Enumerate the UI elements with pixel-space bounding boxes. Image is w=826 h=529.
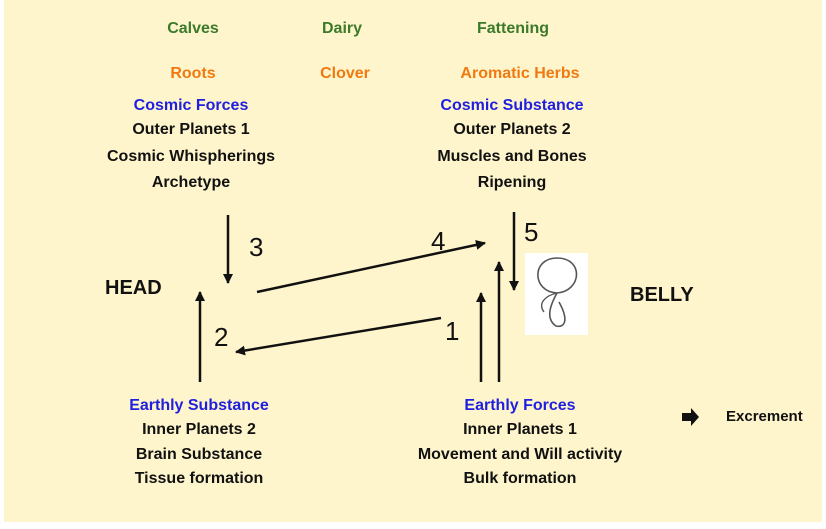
earthly-substance-line: Inner Planets 2 (142, 421, 256, 438)
cosmic-substance-line: Muscles and Bones (437, 148, 587, 165)
arrows-layer (195, 212, 699, 426)
cosmic-forces-line: Archetype (151, 174, 231, 191)
label-roots: Roots (170, 65, 216, 82)
earthly-substance-line: Tissue formation (134, 470, 264, 487)
arrow-number-5: 5 (524, 217, 539, 247)
arrow-4 (256, 240, 486, 294)
head-label: HEAD (105, 277, 162, 299)
cosmic-substance-title: Cosmic Substance (440, 97, 584, 114)
cosmic-forces-line: Outer Planets 1 (132, 121, 250, 138)
figure-eight-image (525, 253, 588, 335)
earthly-forces-line: Movement and Will activity (417, 446, 623, 463)
excrement-label: Excrement (726, 408, 803, 425)
arrow-number-2: 2 (214, 322, 229, 352)
diagram-canvas: Calves Dairy Fattening Roots Clover Arom… (4, 0, 822, 522)
label-dairy: Dairy (321, 20, 363, 37)
cosmic-substance-line: Ripening (477, 174, 547, 191)
arrow-2 (235, 316, 442, 356)
cosmic-forces-line: Cosmic Whispherings (106, 148, 276, 165)
earthly-substance-line: Brain Substance (135, 446, 263, 463)
right-arrow-icon (682, 408, 699, 426)
cosmic-forces-title: Cosmic Forces (133, 97, 249, 114)
label-calves: Calves (167, 20, 219, 37)
arrow-number-4: 4 (431, 226, 446, 256)
arrow-number-3: 3 (249, 232, 264, 262)
earthly-substance-title: Earthly Substance (129, 397, 269, 414)
label-fattening: Fattening (477, 20, 549, 37)
arrow-number-1: 1 (445, 316, 460, 346)
label-clover: Clover (320, 65, 370, 82)
earthly-forces-line: Bulk formation (463, 470, 577, 487)
earthly-forces-title: Earthly Forces (464, 397, 576, 414)
belly-label: BELLY (630, 284, 694, 306)
cosmic-substance-line: Outer Planets 2 (453, 121, 571, 138)
earthly-forces-line: Inner Planets 1 (463, 421, 577, 438)
label-aromatic-herbs: Aromatic Herbs (460, 65, 580, 82)
